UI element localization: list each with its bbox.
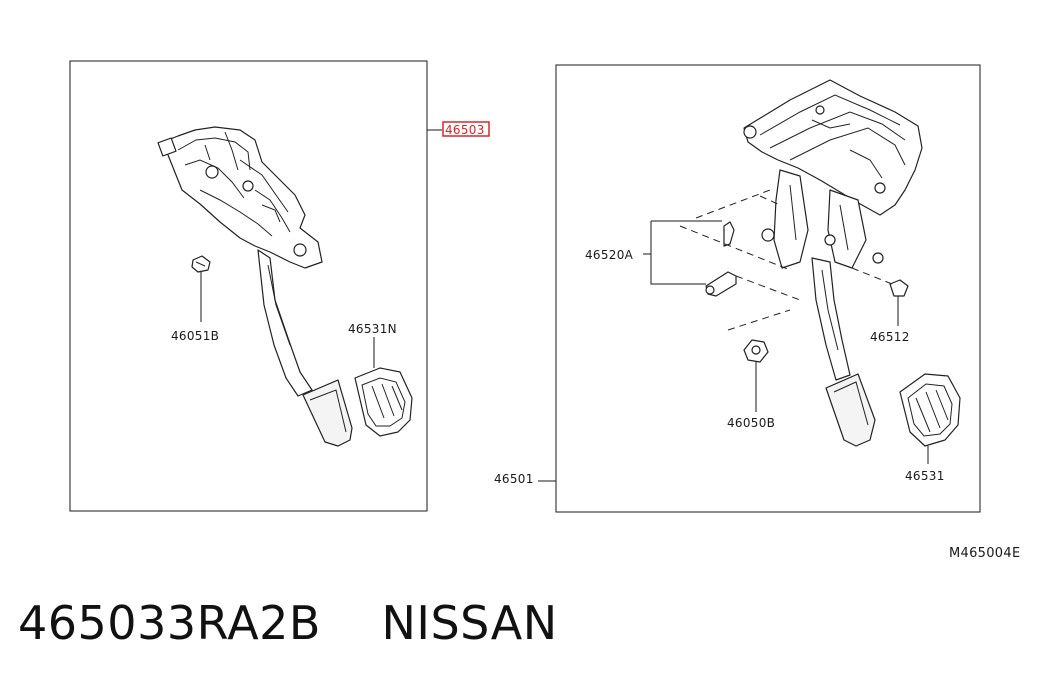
part-number: 465033RA2B — [18, 596, 321, 650]
left-pedal-assembly-drawing — [157, 126, 353, 447]
right-clip-46050b-drawing — [743, 339, 769, 363]
right-pedal-assembly-drawing — [743, 79, 923, 447]
callout-46501: 46501 — [494, 472, 534, 486]
callout-46520a: 46520A — [585, 248, 634, 262]
callout-46503: 46503 — [445, 123, 485, 137]
left-panel-frame — [69, 60, 428, 512]
reference-code: M465004E — [949, 546, 1020, 561]
highlight-box-46503 — [442, 121, 490, 137]
right-parts-46520a-drawing — [705, 221, 737, 297]
right-pad-46531-drawing — [899, 373, 961, 447]
left-clip-46051b-drawing — [191, 255, 211, 273]
footer-title: 465033RA2B NISSAN — [18, 596, 558, 650]
callout-46051b: 46051B — [171, 329, 219, 343]
explode-dashed-lines — [679, 189, 893, 331]
callout-46531: 46531 — [905, 469, 945, 483]
callout-46050b: 46050B — [727, 416, 775, 430]
right-panel-frame — [555, 64, 981, 513]
callout-46531n: 46531N — [348, 322, 397, 336]
right-bolt-46512-drawing — [889, 279, 909, 304]
left-pad-46531n-drawing — [354, 367, 413, 437]
brand-name: NISSAN — [381, 596, 558, 650]
callout-46512: 46512 — [870, 330, 910, 344]
